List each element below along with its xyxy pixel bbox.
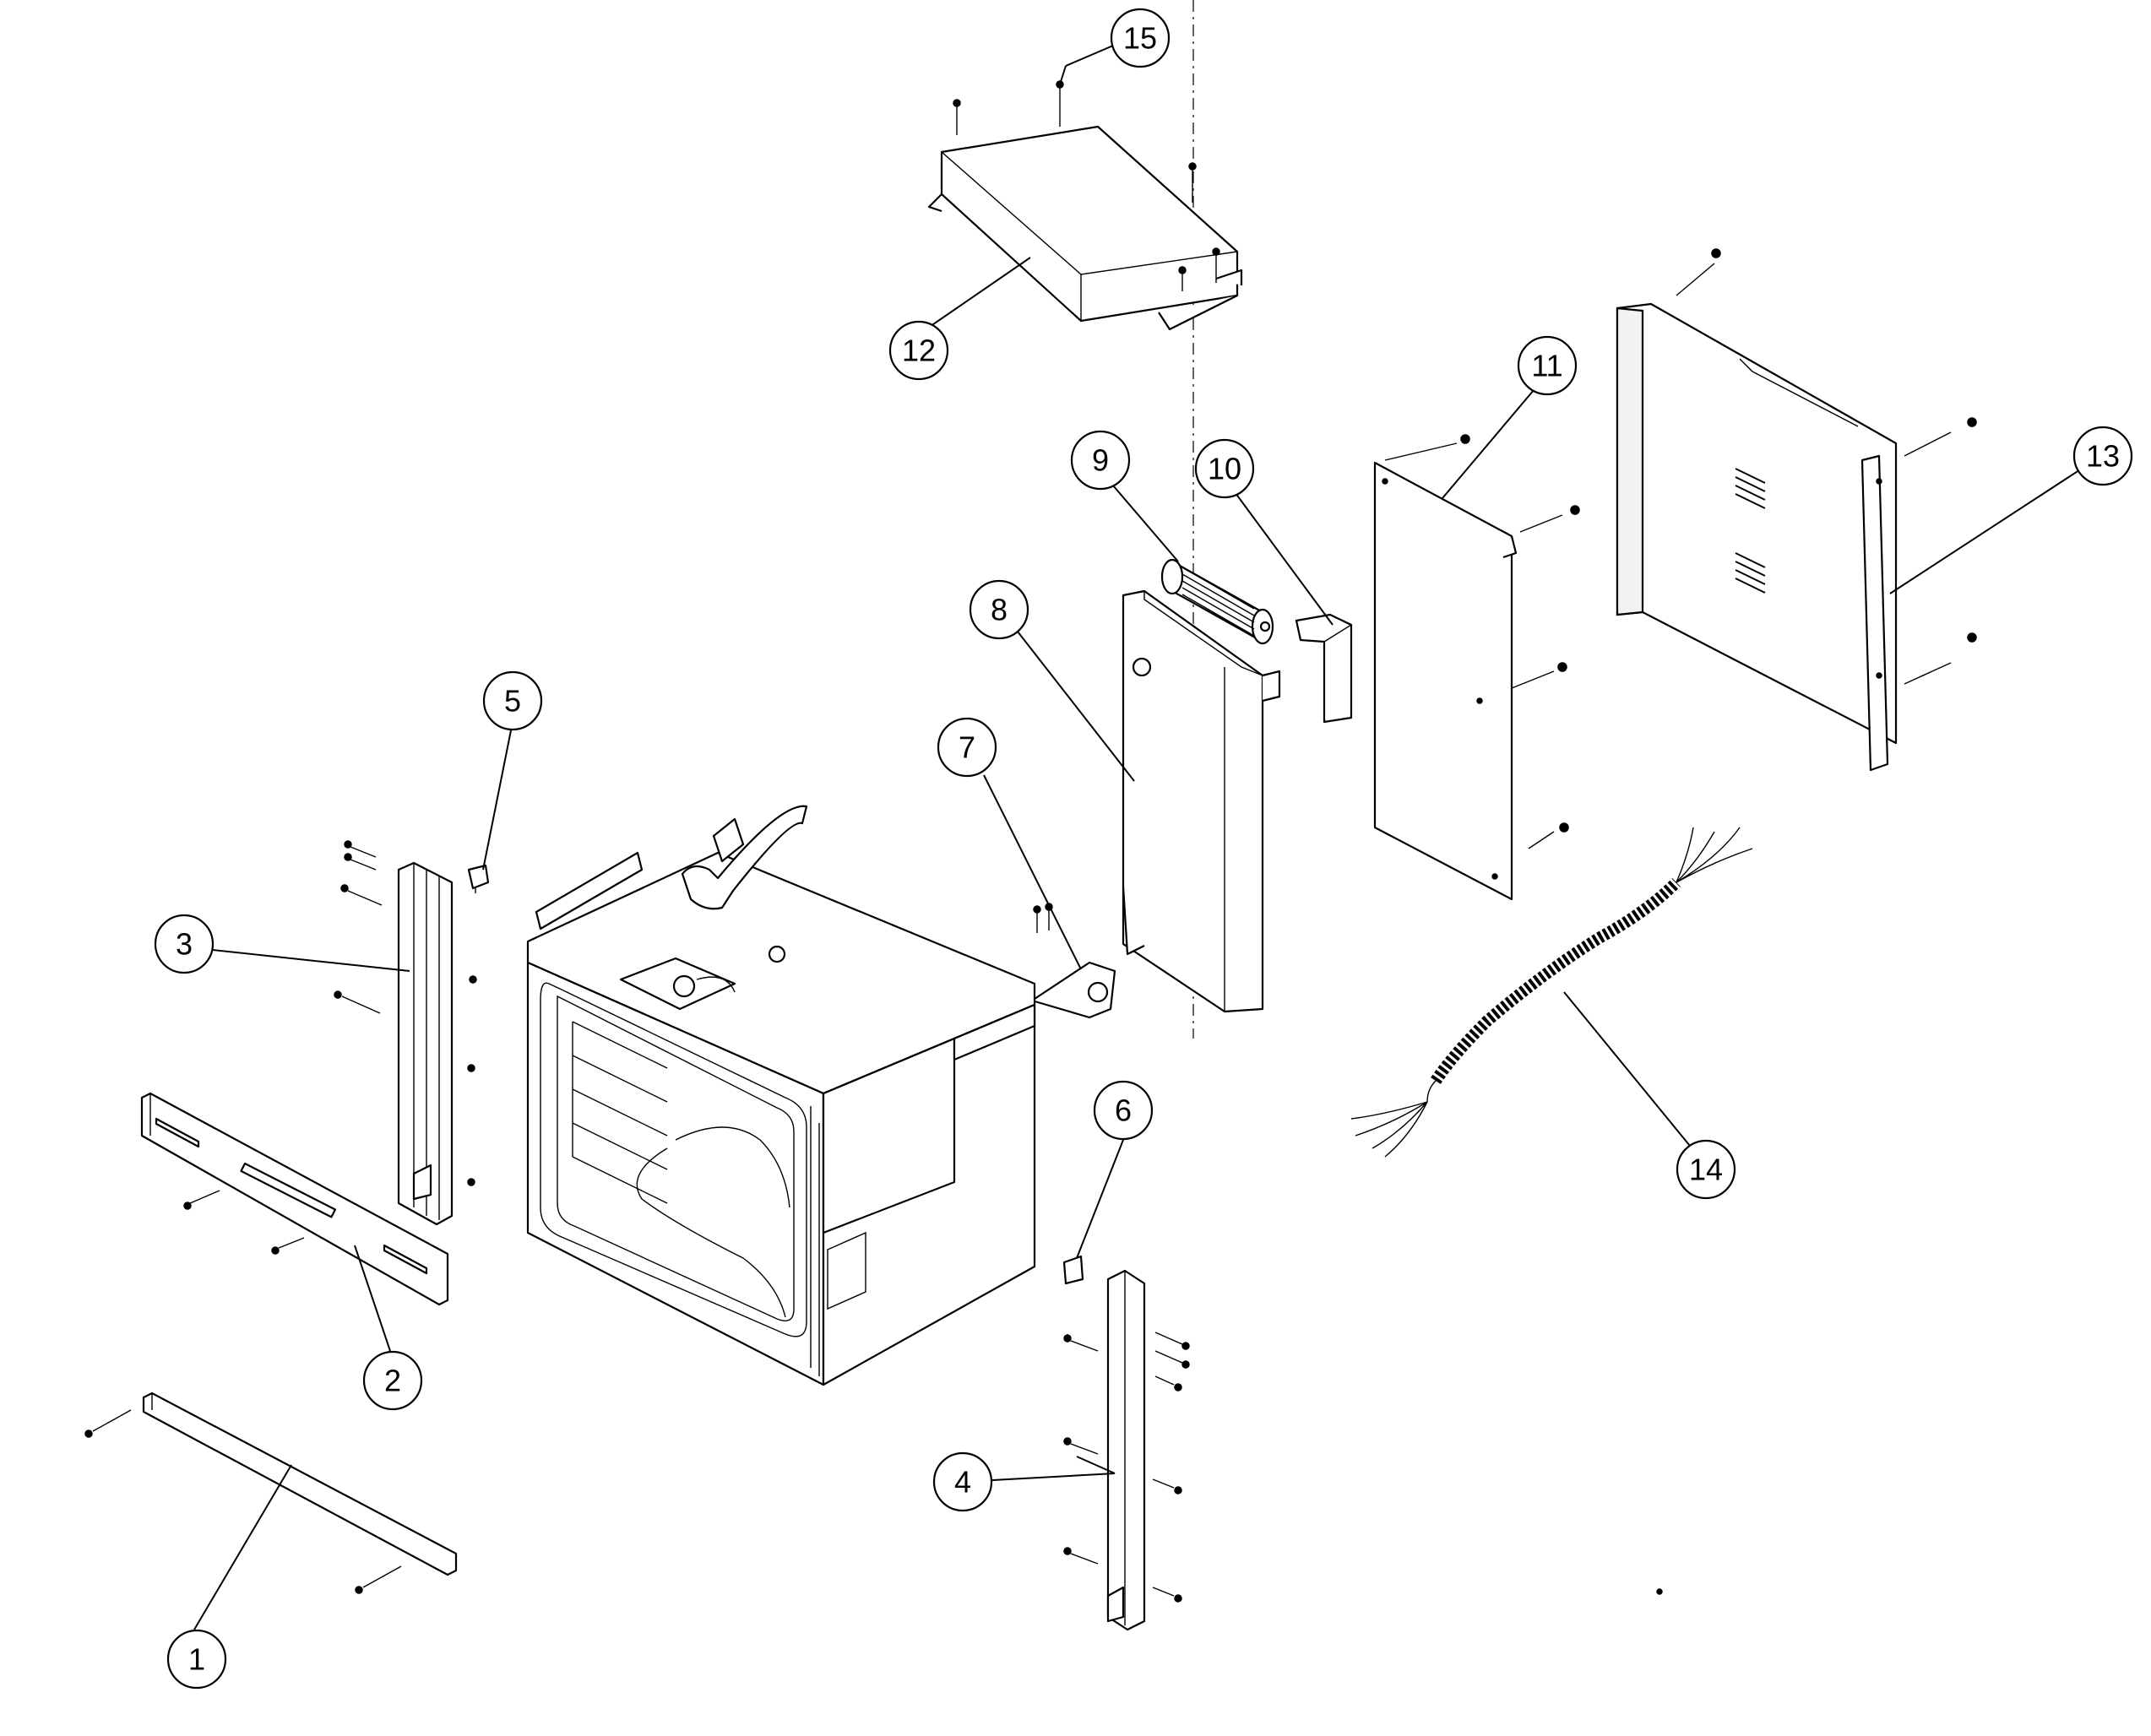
part-13-back-panel: [1616, 302, 1898, 772]
part-2-lower-front-rail: [140, 1092, 449, 1306]
callout-9: 9: [1070, 430, 1131, 491]
callout-label: 4: [954, 1465, 971, 1500]
callout-12: 12: [888, 320, 949, 381]
callout-label: 9: [1092, 443, 1109, 478]
callout-2: 2: [362, 1350, 423, 1411]
part-3-left-vertical-rail: [397, 861, 454, 1226]
part-4-right-vertical-rail: [1106, 1269, 1146, 1631]
callout-11: 11: [1517, 335, 1578, 396]
part-15-screws: [953, 80, 1220, 291]
oven-cavity: [526, 805, 1036, 1386]
callout-label: 3: [176, 927, 193, 962]
part-9-blower-fan: [1160, 558, 1274, 645]
part-5-door-switch: [467, 864, 490, 893]
part-11-screws: [1384, 434, 1580, 849]
part-6-door-switch: [1062, 1255, 1084, 1285]
callout-label: 1: [188, 1642, 205, 1677]
part-3-screws: [334, 840, 477, 1186]
callout-label: 6: [1115, 1093, 1132, 1128]
callout-label: 13: [2086, 439, 2120, 474]
callout-label: 14: [1689, 1153, 1723, 1187]
part-4-screws: [1063, 1332, 1190, 1603]
callout-13: 13: [2072, 426, 2133, 486]
callout-8: 8: [969, 579, 1029, 640]
part-1-bottom-trim: [84, 1392, 458, 1594]
part-10-fan-bracket: [1295, 613, 1353, 724]
callout-label: 5: [504, 684, 521, 719]
callout-1: 1: [166, 1629, 227, 1690]
callout-7: 7: [937, 717, 997, 778]
part-11-side-panel: [1373, 461, 1518, 901]
part-12-top-cover: [927, 125, 1243, 331]
part-13-screws: [1676, 248, 1977, 685]
part-7-mounting-bracket: [1030, 903, 1116, 1019]
callout-10: 10: [1194, 438, 1255, 499]
callout-6: 6: [1093, 1080, 1154, 1141]
callout-label: 8: [991, 593, 1008, 627]
callout-label: 7: [959, 730, 975, 765]
part-14-wiring-harness: [1350, 827, 1753, 1158]
callout-label: 11: [1531, 349, 1562, 383]
callout-label: 10: [1208, 452, 1241, 486]
callout-4: 4: [932, 1451, 993, 1512]
callout-14: 14: [1676, 1139, 1736, 1200]
stray-dot: [1656, 1588, 1663, 1595]
callout-15: 15: [1110, 8, 1171, 68]
callout-3: 3: [154, 914, 215, 974]
callout-label: 2: [384, 1364, 401, 1398]
callout-label: 12: [902, 334, 936, 368]
callout-label: 15: [1123, 21, 1157, 56]
part-8-air-duct: [1122, 589, 1281, 1013]
callout-5: 5: [482, 670, 543, 731]
